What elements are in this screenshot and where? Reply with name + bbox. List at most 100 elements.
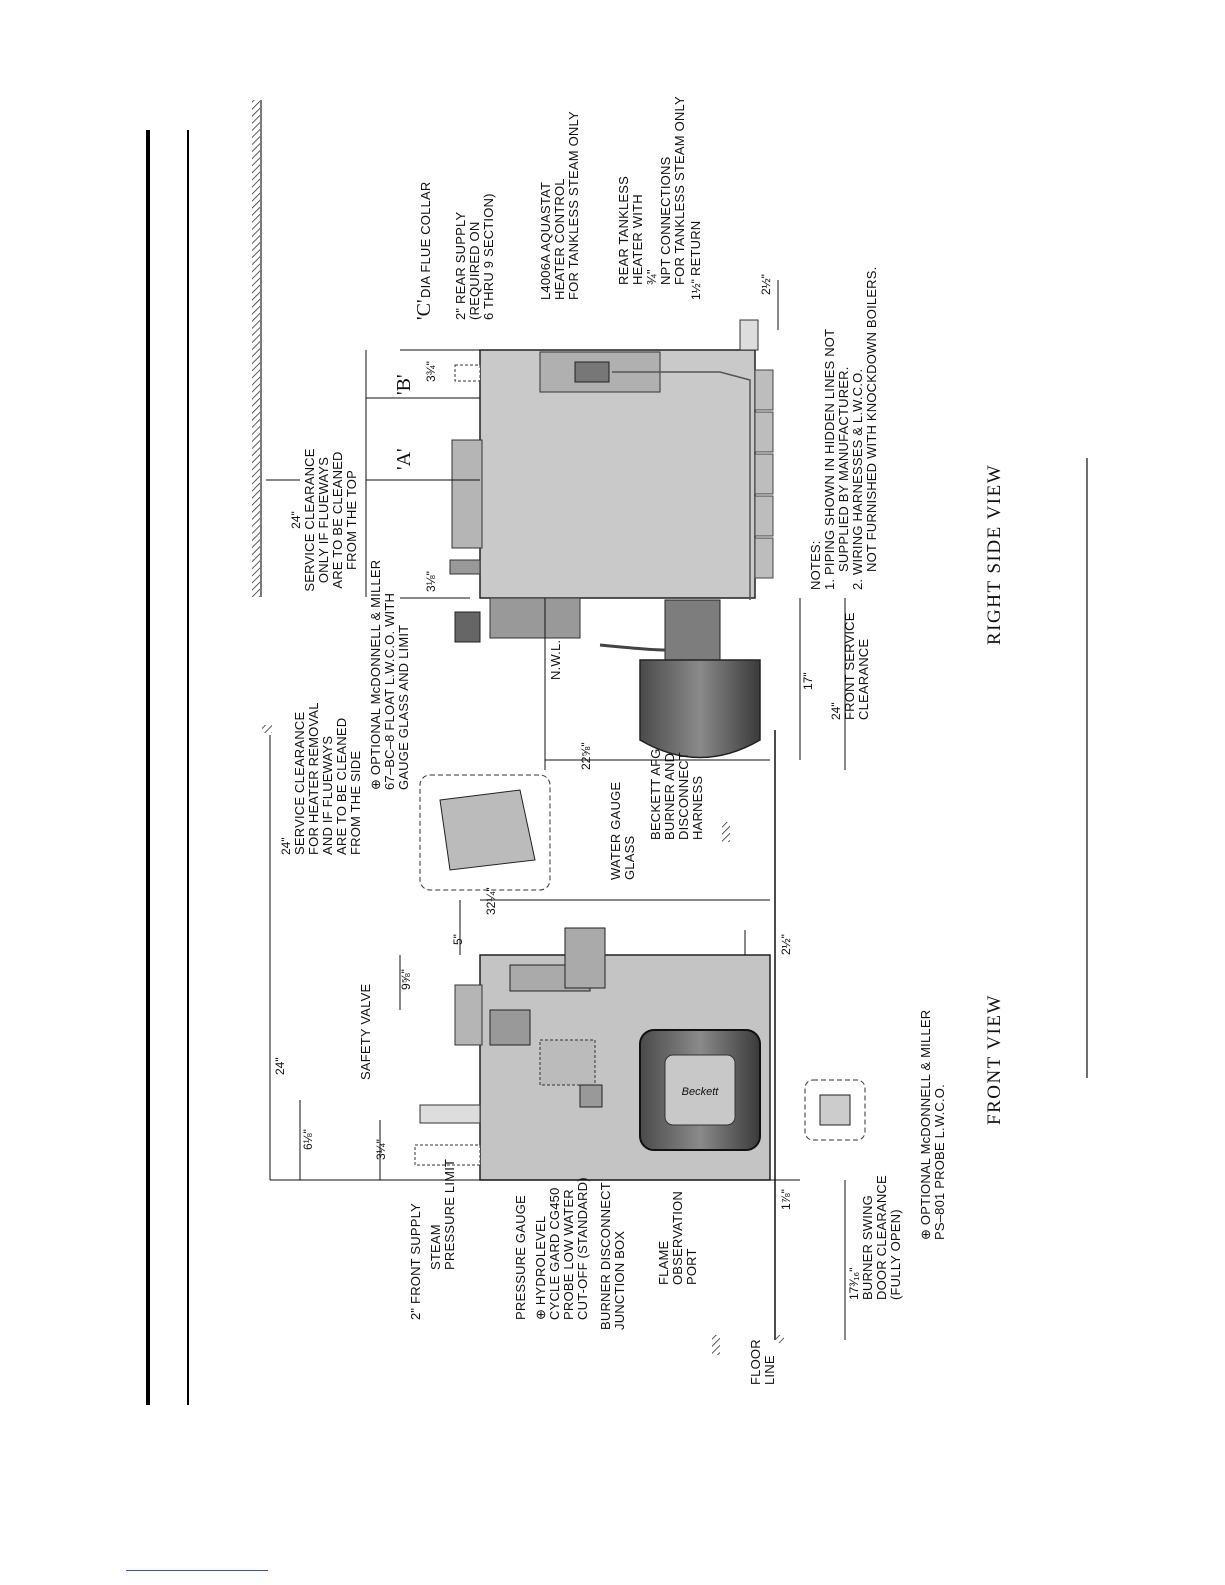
junction-line1: BURNER DISCONNECT <box>598 1182 613 1330</box>
flue-collar <box>451 439 483 549</box>
section-fin-2 <box>754 411 774 453</box>
probe-lwco-line1: ⊕ OPTIONAL McDONNELL & MILLER <box>918 1010 933 1240</box>
ceiling-hatch <box>252 100 260 597</box>
side-clearance-line4: ARE TO BE CLEANED <box>334 718 349 855</box>
float-lwco-line1: ⊕ OPTIONAL McDONNELL & MILLER <box>368 560 383 790</box>
burner-tube-side <box>664 599 721 661</box>
burner-swing-dim: 17³⁄₁₆" <box>847 1268 861 1301</box>
dim-2-1-2: 2½" <box>779 934 793 955</box>
right-side-view-title: RIGHT SIDE VIEW <box>984 464 1005 645</box>
front-supply-label: 2" FRONT SUPPLY <box>408 1203 423 1320</box>
margin-rule-thin <box>187 130 189 1405</box>
float-lwco-line3: GAUGE GLASS AND LIMIT <box>396 625 411 790</box>
dim-letter-a: 'A' <box>393 448 415 470</box>
floor-hatch-a <box>722 822 730 842</box>
aquastat-line2: HEATER CONTROL <box>552 178 567 300</box>
return-label: RETURN <box>688 221 703 276</box>
pressure-limit-label: PRESSURE LIMIT <box>442 1159 457 1270</box>
tankless-line4: FOR TANKLESS STEAM ONLY <box>672 96 687 285</box>
dim-5: 5" <box>451 934 465 945</box>
margin-rule-thick <box>146 130 150 1405</box>
hydrolevel-line2: CYCLE GARD CG450 <box>547 1187 562 1320</box>
aquastat-line3: FOR TANKLESS STEAM ONLY <box>566 111 581 300</box>
notes-line2: SUPPLIED BY MANUFACTURER. <box>836 366 851 572</box>
dim-3-3-4: 3¾" <box>424 361 438 382</box>
return-dim: 1½" <box>689 279 703 300</box>
notes-line4: NOT FURNISHED WITH KNOCKDOWN BOILERS. <box>864 267 879 572</box>
water-gauge-line1: WATER GAUGE <box>608 782 623 880</box>
probe-lwco-line2: PS–801 PROBE L.W.C.O. <box>932 1084 947 1240</box>
dim-letter-b: 'B' <box>393 374 415 395</box>
top-clearance-dim: 24" <box>289 511 303 529</box>
dim-6-1-8: 6⅛" <box>301 1129 315 1150</box>
section-fin-1 <box>754 369 774 411</box>
front-supply-pipe <box>414 1144 481 1166</box>
rear-supply-line2: (REQUIRED ON <box>467 222 482 320</box>
hydrolevel-line1: ⊕ HYDROLEVEL <box>533 1216 548 1320</box>
tankless-line3: NPT CONNECTIONS <box>658 156 673 285</box>
beckett-line2: BURNER AND <box>662 753 677 840</box>
floor-hatch-b <box>712 1335 720 1355</box>
side-clearance-dim: 24" <box>279 837 293 855</box>
burner-swing-line3: (FULLY OPEN) <box>888 1209 903 1300</box>
section-fin-4 <box>754 495 774 537</box>
hydrolevel-line4: CUT-OFF (STANDARD) <box>575 1177 590 1320</box>
notes-line1: 1. PIPING SHOWN IN HIDDEN LINES NOT <box>822 329 837 590</box>
pressure-limit-box <box>489 1009 531 1046</box>
top-clearance-line1: SERVICE CLEARANCE <box>302 448 317 591</box>
tankless-line2: HEATER WITH <box>630 194 645 285</box>
notes-heading: NOTES: <box>808 540 823 590</box>
pressure-gauge-label: PRESSURE GAUGE <box>513 1195 528 1320</box>
front-service-line1: FRONT SERVICE <box>842 612 857 720</box>
wall-hatch-a <box>262 725 272 733</box>
front-width-dim: 24" <box>273 1057 287 1075</box>
dim-1-7-8: 1⅞" <box>779 1189 793 1210</box>
float-lwco-line2: 67–BC–8 FLOAT L.W.C.O. WITH <box>382 593 397 790</box>
junction-line2: JUNCTION BOX <box>612 1231 627 1330</box>
front-service-line2: CLEARANCE <box>856 639 871 720</box>
water-gauge-line2: GLASS <box>622 836 637 880</box>
side-clearance-line2: FOR HEATER REMOVAL <box>306 702 321 855</box>
line-label: LINE <box>762 1355 777 1385</box>
flue-collar-label: DIA FLUE COLLAR <box>418 182 433 298</box>
flue-collar-front <box>454 984 483 1046</box>
lwco-box <box>564 927 606 989</box>
safety-valve-label: SAFETY VALVE <box>358 984 373 1080</box>
tankless-line1: REAR TANKLESS <box>616 176 631 285</box>
front-service-dim: 24" <box>829 702 843 720</box>
tankless-dim: ¾" <box>644 269 659 285</box>
safety-valve <box>419 1104 481 1124</box>
side-controls <box>489 597 581 639</box>
burner-swing-line2: DOOR CLEARANCE <box>874 1175 889 1300</box>
floor-label: FLOOR <box>748 1339 763 1385</box>
dim-letter-c: 'C' <box>413 299 435 320</box>
hydrolevel-line3: PROBE LOW WATER <box>561 1189 576 1320</box>
side-clearance-line1: SERVICE CLEARANCE <box>292 712 307 855</box>
burner-logo: Beckett <box>682 1086 720 1098</box>
side-clearance-line5: FROM THE SIDE <box>348 751 363 855</box>
float-lwco-inset <box>419 774 551 891</box>
return-height-dim: 2½" <box>759 274 773 295</box>
burner-swing-line1: BURNER SWING <box>860 1195 875 1300</box>
beckett-line3: DISCONNECT <box>676 752 691 840</box>
rear-supply-line1: 2" REAR SUPPLY <box>453 212 468 320</box>
return-stub <box>739 319 759 351</box>
front-view: Beckett 24" 24 <box>262 560 1005 1385</box>
front-supply-stub <box>449 559 481 575</box>
flame-line3: PORT <box>684 1248 699 1285</box>
nwl-label: N.W.L. <box>548 640 563 680</box>
footer-link-underline[interactable] <box>126 1570 268 1571</box>
flame-line2: OBSERVATION <box>670 1191 685 1285</box>
beckett-line1: BECKETT AFG <box>648 748 663 840</box>
dim-32-1-4: 32¼" <box>484 887 498 915</box>
junction-box <box>579 1084 603 1108</box>
beckett-line4: HARNESS <box>690 776 705 840</box>
top-clearance-line4: FROM THE TOP <box>344 470 359 570</box>
dim-3-1-8: 3⅛" <box>424 571 438 592</box>
section-fin-5 <box>754 537 774 579</box>
hydrolevel-box <box>539 1039 596 1086</box>
rear-supply-stub <box>454 364 481 382</box>
section-fin-3 <box>754 453 774 495</box>
aquastat-line1: L4006A AQUASTAT <box>538 182 553 300</box>
